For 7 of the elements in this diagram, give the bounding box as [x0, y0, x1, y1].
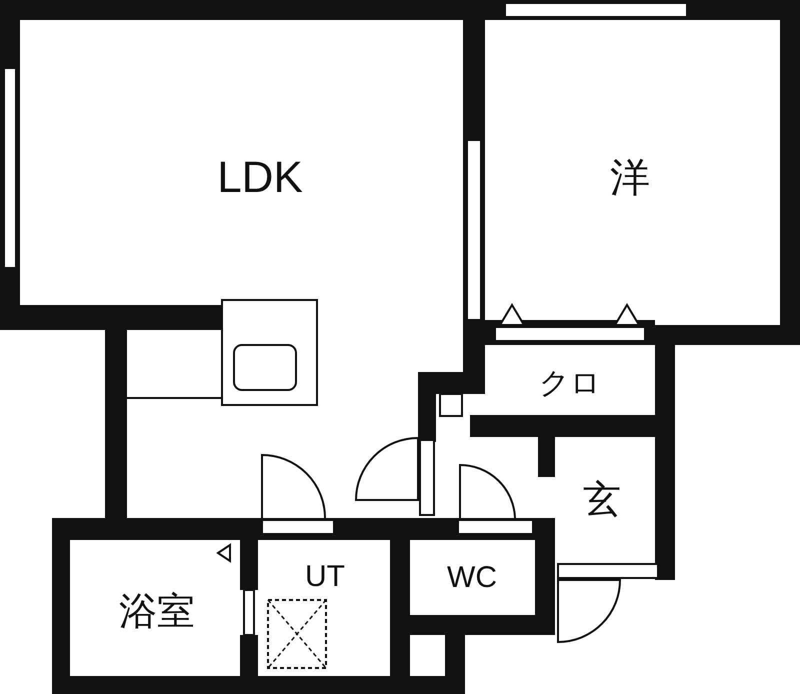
room-label: LDK — [217, 156, 303, 200]
room-label: 浴室 — [119, 593, 195, 631]
room-label: WC — [447, 563, 497, 593]
room-label: 洋 — [610, 158, 650, 198]
room-label: UT — [305, 562, 345, 592]
room-label: クロ — [539, 369, 601, 399]
room-label: 玄 — [583, 481, 621, 519]
